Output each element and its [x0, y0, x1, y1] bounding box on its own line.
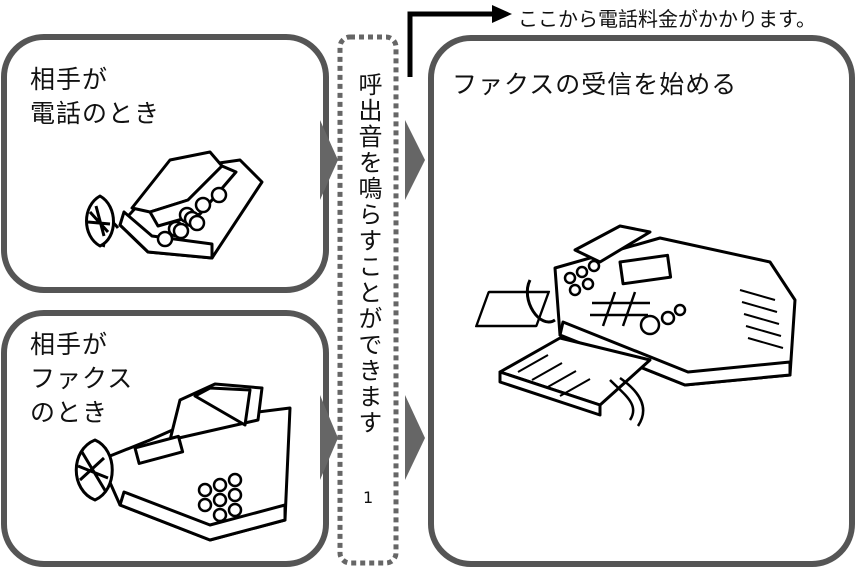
arrow-right-icon [320, 120, 338, 200]
arrow-right-icon [320, 395, 338, 480]
charge-start-arrow [407, 5, 512, 77]
footnote-number: 1 [363, 488, 374, 507]
ring-note-text: 呼出音を鳴らすことができます [354, 72, 382, 436]
receive-box [428, 35, 855, 567]
fax-caller-label: 相手が ファクス のとき [30, 330, 134, 427]
phone-caller-label: 相手が 電話のとき [30, 65, 161, 128]
fax-machine-icon [74, 382, 292, 542]
fax-receiving-icon [475, 224, 797, 427]
arrow-right-icon [405, 120, 425, 200]
telephone-icon [85, 150, 264, 260]
charge-note: ここから電話料金がかかります。 [518, 7, 816, 31]
arrow-right-icon [405, 395, 425, 480]
receive-title: ファクスの受信を始める [452, 70, 738, 99]
ring-note-box [337, 34, 399, 566]
